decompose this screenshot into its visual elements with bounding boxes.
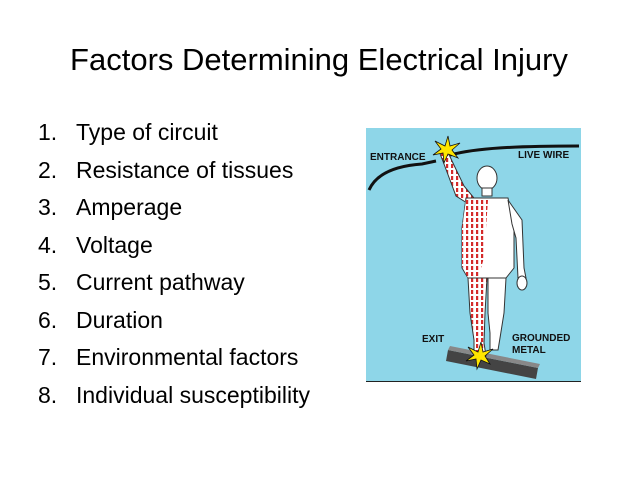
- item-number: 7.: [38, 344, 58, 370]
- item-text: Duration: [76, 306, 163, 333]
- list-item: 6. Duration: [38, 302, 310, 340]
- item-number: 4.: [38, 231, 58, 258]
- list-item: 1. Type of circuit: [38, 114, 310, 152]
- item-text: Individual susceptibility: [76, 381, 310, 408]
- metal-label: METAL: [512, 345, 546, 356]
- list-item: 7. Environmental factors: [38, 339, 310, 377]
- item-text: Current pathway: [76, 269, 245, 295]
- list-item: 2. Resistance of tissues: [38, 152, 310, 190]
- item-text: Resistance of tissues: [76, 156, 294, 183]
- item-text: Environmental factors: [76, 344, 299, 370]
- exit-spark-icon: [465, 341, 494, 371]
- item-text: Amperage: [76, 194, 183, 220]
- illustration-svg: ENTRANCE LIVE WIRE EXIT GROUNDED METAL: [366, 128, 581, 382]
- live-wire-right: [449, 144, 580, 157]
- item-number: 2.: [38, 156, 58, 183]
- live-wire-label: LIVE WIRE: [518, 150, 569, 161]
- entrance-label: ENTRANCE: [370, 152, 426, 163]
- exit-label: EXIT: [422, 334, 444, 345]
- item-number: 3.: [38, 194, 58, 220]
- slide-title: Factors Determining Electrical Injury: [70, 42, 568, 77]
- list-item: 5. Current pathway: [38, 264, 310, 302]
- factor-list: 1. Type of circuit 2. Resistance of tissue…: [38, 114, 310, 414]
- live-wire: [367, 159, 437, 191]
- item-number: 8.: [38, 381, 58, 408]
- item-number: 6.: [38, 306, 58, 333]
- item-number: 1.: [38, 119, 58, 145]
- item-text: Type of circuit: [76, 119, 218, 145]
- entrance-spark-icon: [432, 135, 461, 165]
- electrical-injury-illustration: ENTRANCE LIVE WIRE EXIT GROUNDED METAL: [366, 128, 581, 382]
- item-text: Voltage: [76, 231, 153, 258]
- list-item: 4. Voltage: [38, 227, 310, 265]
- grounded-label: GROUNDED: [512, 333, 570, 344]
- list-item: 8. Individual susceptibility: [38, 377, 310, 415]
- item-number: 5.: [38, 269, 58, 295]
- list-item: 3. Amperage: [38, 189, 310, 227]
- human-figure: [438, 147, 528, 359]
